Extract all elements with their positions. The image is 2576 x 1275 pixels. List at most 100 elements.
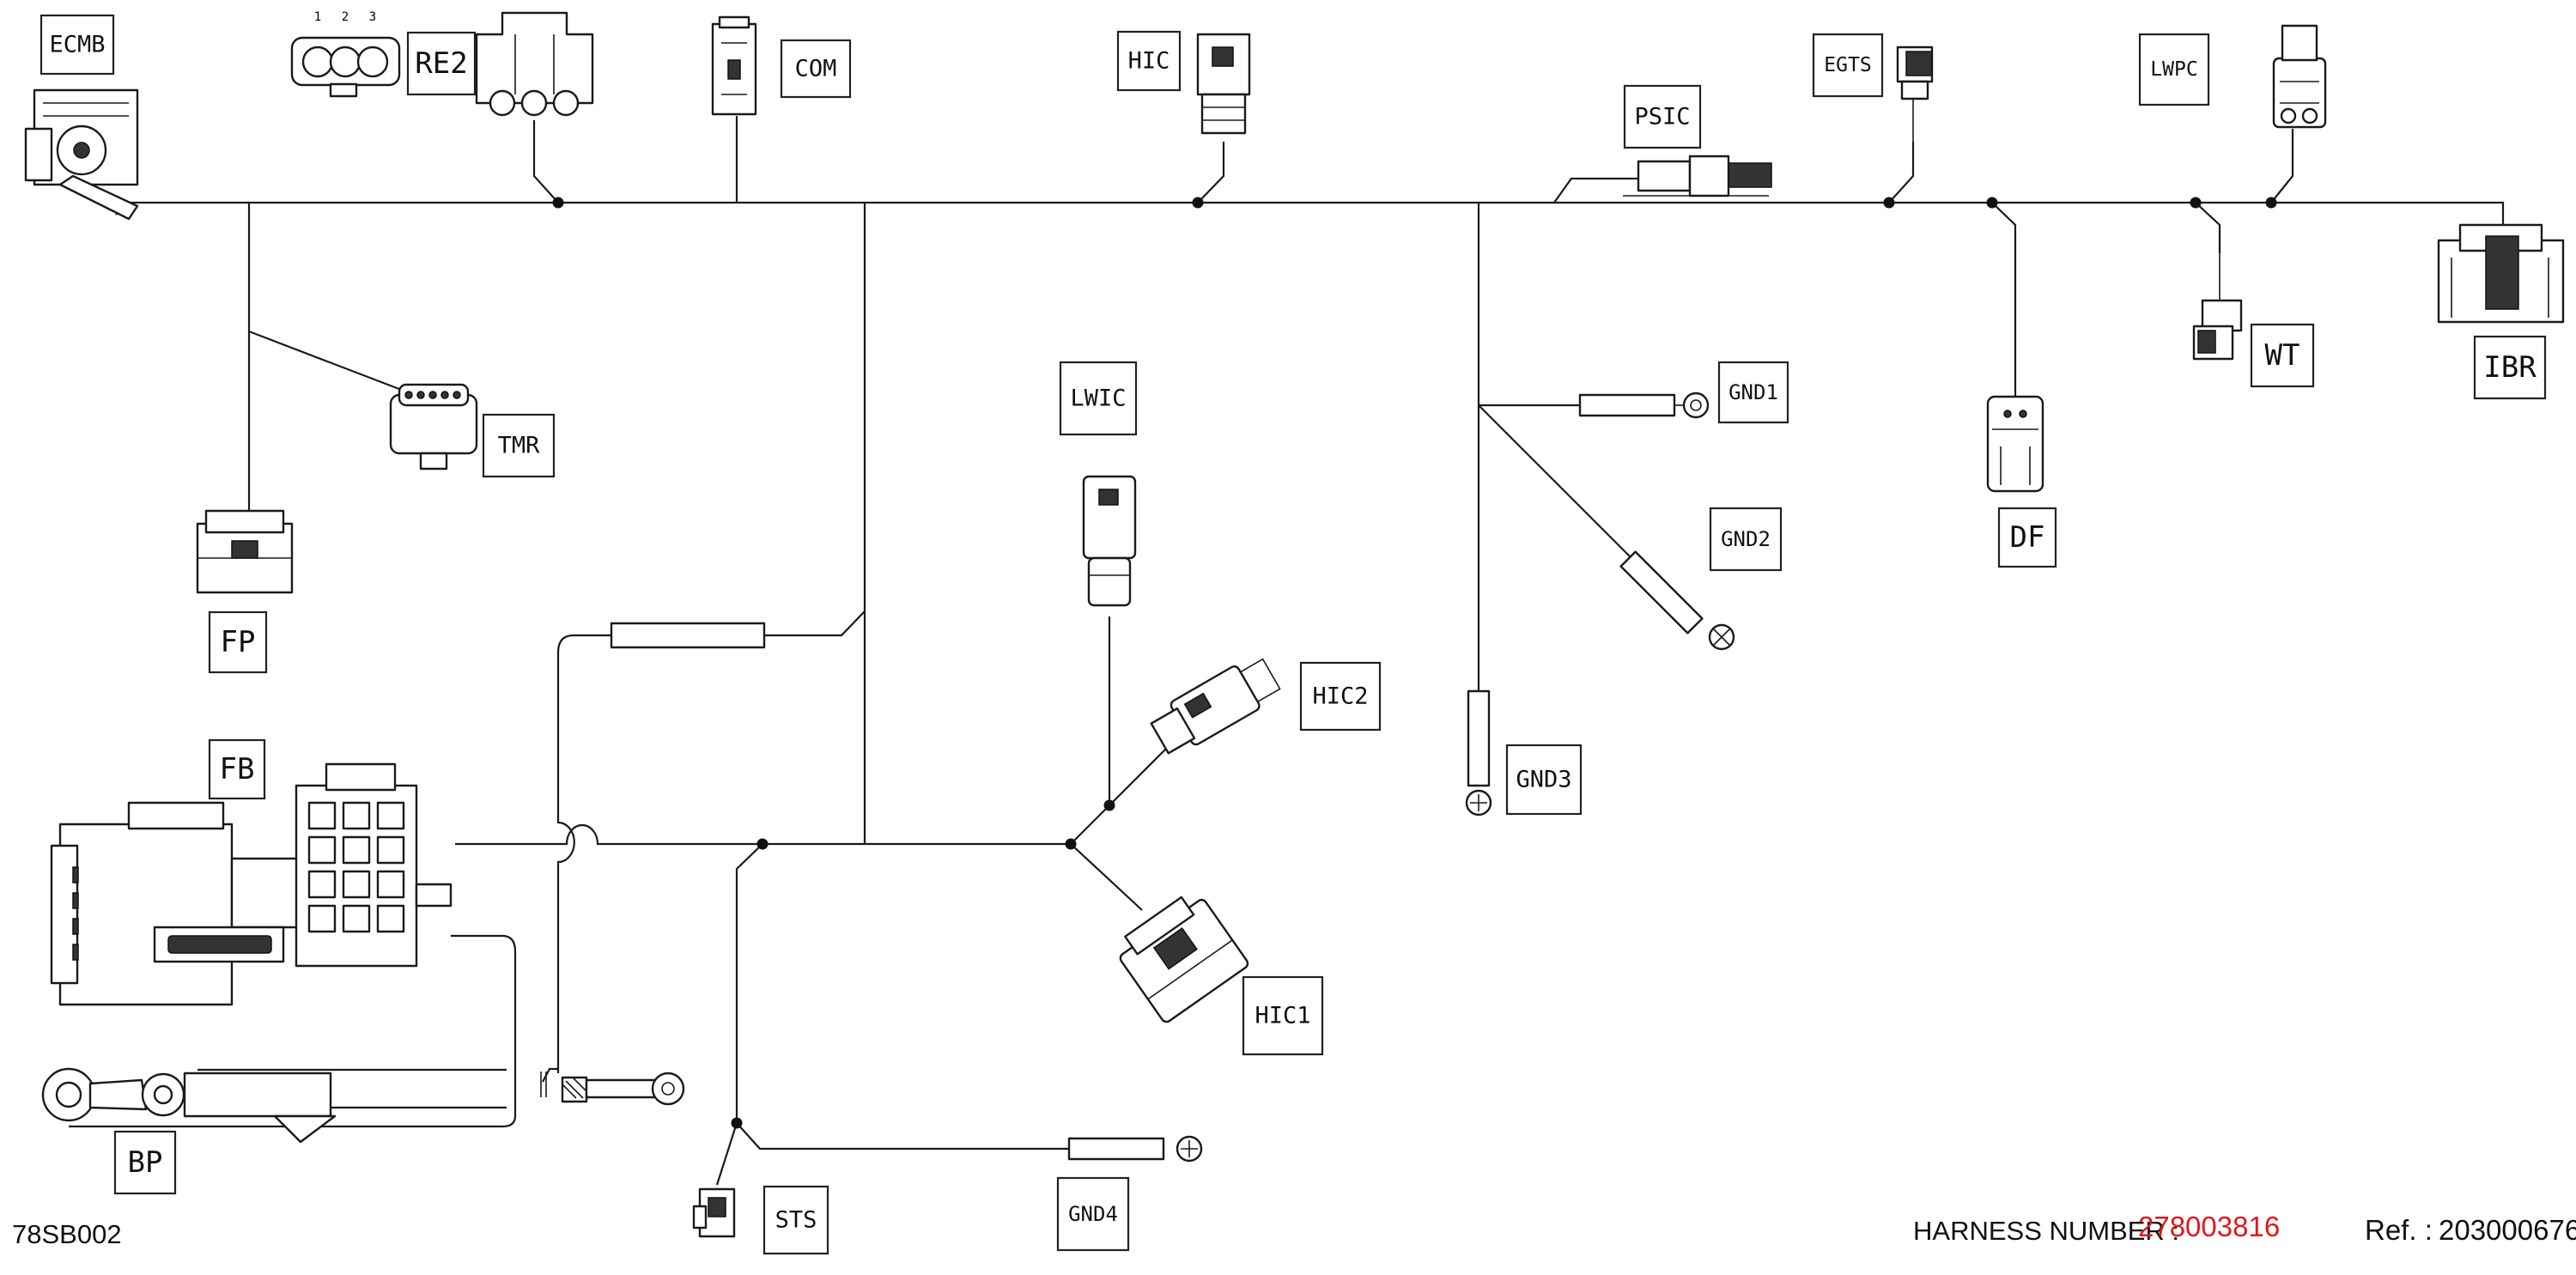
wt-sensor-icon: [2192, 253, 2243, 361]
re2-branch-wire: [532, 120, 559, 203]
label-df: DF: [1997, 507, 2057, 568]
label-tmr-text: TMR: [498, 433, 541, 459]
label-hic: HIC: [1116, 30, 1182, 92]
label-sts-text: STS: [775, 1207, 817, 1234]
harness-number-value: 278003816: [2138, 1211, 2281, 1242]
label-hic1-text: HIC1: [1255, 1003, 1310, 1029]
re2-connector-icon: [475, 11, 594, 117]
lwpc-branch-wire: [2270, 129, 2294, 203]
gnd2-wire: [1478, 404, 1632, 559]
label-wt: WT: [2250, 323, 2315, 388]
gnd4-terminal-icon: [1067, 1135, 1203, 1163]
re2-pin-number: 2: [342, 10, 349, 24]
sts-sensor-icon: [692, 1187, 736, 1238]
label-fb: FB: [208, 738, 266, 800]
tmr-connector-icon: [389, 383, 478, 471]
label-psic: PSIC: [1623, 84, 1702, 149]
splice-node: [2265, 197, 2277, 209]
splice-node: [1103, 799, 1115, 811]
label-hic1: HIC1: [1242, 975, 1324, 1056]
label-gnd3: GND3: [1505, 744, 1583, 816]
hic-branch-wire: [1197, 142, 1225, 203]
label-lwpc-text: LWPC: [2150, 58, 2197, 81]
hic-connector-icon: [1196, 33, 1251, 135]
splice-node: [552, 197, 564, 209]
label-wt-text: WT: [2265, 338, 2300, 373]
label-lwpc: LWPC: [2138, 33, 2210, 106]
wt-branch-wire: [2195, 202, 2221, 253]
ibr-connector-icon: [2437, 223, 2565, 324]
label-bp: BP: [113, 1130, 177, 1195]
label-ibr: IBR: [2473, 335, 2547, 400]
label-gnd4-text: GND4: [1068, 1202, 1118, 1226]
gnd3-terminal-icon: [1465, 689, 1492, 817]
label-df-text: DF: [2010, 520, 2045, 555]
label-com-text: COM: [795, 56, 837, 82]
gnd1-terminal-icon: [1578, 392, 1710, 419]
label-fb-text: FB: [220, 752, 255, 786]
label-lwic: LWIC: [1059, 361, 1138, 436]
label-egts-text: EGTS: [1824, 54, 1871, 76]
egts-branch-wire: [1888, 142, 1915, 203]
hic2-connector-icon: [1150, 658, 1281, 755]
lower-trunk-wire: [455, 823, 1071, 846]
harness-number-label: HARNESS NUMBER :: [1913, 1216, 2180, 1246]
label-ibr-text: IBR: [2483, 350, 2537, 385]
psic-branch-wire: [1553, 177, 1638, 203]
label-fp-text: FP: [221, 625, 256, 659]
label-gnd2: GND2: [1709, 507, 1783, 572]
splice-node: [731, 1117, 743, 1129]
splice-node: [756, 838, 769, 850]
label-gnd1-text: GND1: [1728, 380, 1778, 404]
lwic-connector-icon: [1082, 475, 1137, 607]
splice-node: [1883, 197, 1895, 209]
splice-node: [1192, 197, 1204, 209]
df-branch-wire: [1991, 202, 2017, 397]
re2-plug-icon: 1 2 3: [290, 10, 401, 98]
splice-nodes: [552, 197, 2277, 1129]
inline-sleeve-icon: [610, 622, 766, 649]
sts-wire: [715, 843, 763, 1186]
label-hic2-text: HIC2: [1312, 683, 1368, 710]
label-re2-text: RE2: [415, 46, 467, 81]
gnd2-terminal-icon: [1619, 550, 1735, 651]
com-connector-icon: [711, 15, 757, 116]
label-bp-text: BP: [128, 1145, 163, 1180]
bp-ring-terminal-icon: [540, 1072, 685, 1106]
label-lwic-text: LWIC: [1070, 386, 1126, 412]
label-psic-text: PSIC: [1634, 104, 1690, 131]
label-sts: STS: [762, 1185, 829, 1255]
label-gnd2-text: GND2: [1721, 527, 1771, 551]
fp-connector-icon: [196, 509, 294, 594]
label-gnd4: GND4: [1056, 1176, 1130, 1252]
label-re2: RE2: [406, 31, 477, 96]
label-com: COM: [780, 39, 852, 99]
main-trunk-wire: [129, 201, 2505, 225]
ref-number: 203000676: [2439, 1214, 2576, 1246]
label-fp: FP: [208, 610, 268, 674]
df-connector-icon: [1986, 395, 2044, 493]
label-egts: EGTS: [1812, 33, 1884, 98]
harness-wires: [69, 116, 2505, 1186]
egts-connector-icon: [1896, 46, 1934, 142]
label-ecmb: ECMB: [39, 14, 115, 76]
diagram-code: 78SB002: [12, 1219, 122, 1249]
lwpc-connector-icon: [2272, 24, 2327, 129]
splice-node: [2190, 197, 2202, 209]
splice-node: [1065, 838, 1077, 850]
hic1-connector-icon: [1119, 896, 1249, 1023]
ref-label: Ref. :: [2365, 1214, 2433, 1246]
tmr-branch-wire: [248, 330, 404, 392]
bp-cable-icon: [41, 1067, 337, 1144]
hic1-wire: [1070, 843, 1143, 911]
label-gnd3-text: GND3: [1516, 767, 1571, 793]
label-hic2: HIC2: [1299, 661, 1382, 732]
label-tmr: TMR: [482, 413, 556, 478]
re2-pin-number: 1: [314, 10, 321, 24]
fb-loop-wire: [542, 610, 866, 1083]
label-ecmb-text: ECMB: [49, 32, 105, 58]
hic2-wire: [1070, 736, 1179, 845]
fb-fuse-box-icon: [50, 762, 453, 1006]
